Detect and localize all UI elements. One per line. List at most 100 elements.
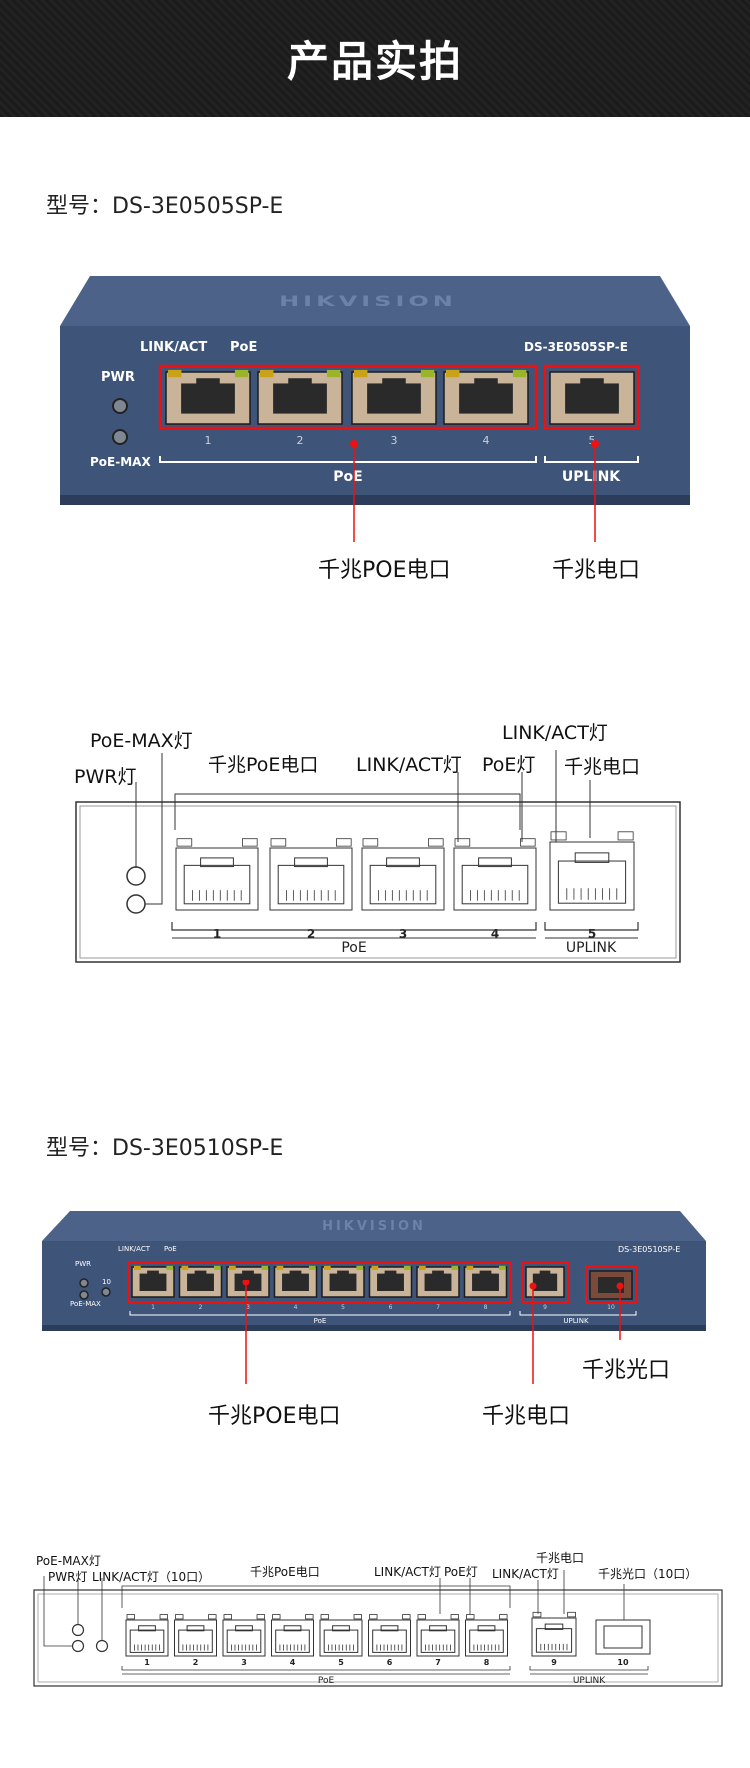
uplink-group-label-2: UPLINK xyxy=(563,1317,589,1325)
rj45-port-outline: 2 xyxy=(269,838,353,941)
model-label-1: 型号：DS-3E0505SP-E xyxy=(46,194,284,219)
poemax-label-1: PoE-MAX xyxy=(90,455,151,469)
callout-gigabit-port-1: 千兆电口 xyxy=(552,558,641,583)
poemax-label-2: PoE-MAX xyxy=(70,1300,101,1308)
poe-group-label-d1: PoE xyxy=(341,940,366,956)
diag2-pwr-label: PWR灯 xyxy=(48,1570,88,1584)
rj45-port: 5 xyxy=(549,371,635,447)
pwr-label-2: PWR xyxy=(75,1260,91,1268)
pwr-label-1: PWR xyxy=(101,370,135,385)
port-number: 4 xyxy=(290,1658,296,1667)
brand-watermark-1: HIKVISION xyxy=(279,293,457,310)
poe-group-label-1: PoE xyxy=(333,469,362,485)
rj45-port-outline: 3 xyxy=(361,838,445,941)
rj45-port: 7 xyxy=(416,1265,460,1311)
diag1-poemax-label: PoE-MAX灯 xyxy=(90,730,193,752)
uplink-group-label-d2: UPLINK xyxy=(573,1676,606,1686)
port-number: 5 xyxy=(589,434,596,447)
diag2-fiber-label: 千兆光口（10口） xyxy=(598,1567,698,1581)
product-photo-2: HIKVISION DS-3E0510SP-E LINK/ACT PoE PWR… xyxy=(0,1205,750,1345)
poemax-led-1 xyxy=(112,429,128,445)
port-number: 1 xyxy=(151,1304,155,1311)
port-number: 5 xyxy=(338,1658,344,1667)
brand-watermark-2: HIKVISION xyxy=(322,1219,426,1234)
port-number: 2 xyxy=(193,1658,199,1667)
model-text-2: DS-3E0510SP-E xyxy=(618,1245,680,1254)
rj45-port-outline: 1 xyxy=(125,1614,169,1667)
port-number: 4 xyxy=(491,927,499,941)
page-title: 产品实拍 xyxy=(286,37,463,86)
rj45-port: 1 xyxy=(131,1265,175,1311)
diag2-poemax-label: PoE-MAX灯 xyxy=(36,1554,101,1568)
diag1-poe-port-label: 千兆PoE电口 xyxy=(208,754,319,776)
port-number: 2 xyxy=(297,434,304,447)
uplink-group-label-1: UPLINK xyxy=(562,469,621,485)
poe-led-label-1: PoE xyxy=(230,340,257,355)
rj45-port: 8 xyxy=(463,1265,508,1311)
port-number: 5 xyxy=(588,927,596,941)
port-number: 7 xyxy=(435,1658,441,1667)
callout-fiber-port-2: 千兆光口 xyxy=(582,1358,671,1383)
rj45-port-outline: 6 xyxy=(368,1614,411,1667)
port-number: 2 xyxy=(307,927,315,941)
rj45-port-outline: 9 xyxy=(531,1611,577,1667)
line-diagram-2: 1 2 3 4 5 6 7 8 9 10 PoE UPLINK xyxy=(0,1540,750,1700)
port-number: 2 xyxy=(199,1304,203,1311)
port-number: 9 xyxy=(551,1658,557,1667)
callout-gigabit-port-2: 千兆电口 xyxy=(482,1404,571,1429)
diag1-pwr-label: PWR灯 xyxy=(74,766,137,788)
diag2-linkact-label: LINK/ACT灯 xyxy=(374,1565,441,1579)
port-number: 6 xyxy=(389,1304,393,1311)
port-number: 1 xyxy=(213,927,221,941)
port-number: 5 xyxy=(341,1304,345,1311)
rj45-port-outline: 4 xyxy=(271,1614,314,1667)
sfp-port: 10 xyxy=(589,1270,633,1311)
port-number: 4 xyxy=(294,1304,298,1311)
rj45-port-outline: 2 xyxy=(174,1614,217,1667)
port-number: 3 xyxy=(391,434,398,447)
diag1-gigabit-port-label: 千兆电口 xyxy=(564,756,641,778)
port-number: 1 xyxy=(205,434,212,447)
link-act-label-1: LINK/ACT xyxy=(140,340,207,355)
rj45-port-outline: 3 xyxy=(222,1614,266,1667)
rj45-port-outline: 4 xyxy=(453,838,537,941)
sfp-port-outline: 10 xyxy=(595,1619,651,1667)
model-text-1: DS-3E0505SP-E xyxy=(524,340,628,354)
callout-gigabit-poe-1: 千兆POE电口 xyxy=(318,558,451,583)
rj45-port-outline: 7 xyxy=(416,1614,460,1667)
diag2-gigabit-port-label: 千兆电口 xyxy=(536,1551,585,1565)
diag1-linkact-label: LINK/ACT灯 xyxy=(356,754,462,776)
callout-gigabit-poe-2: 千兆POE电口 xyxy=(208,1404,341,1429)
port-number: 3 xyxy=(246,1304,250,1311)
port-number: 10 xyxy=(607,1304,615,1311)
pwr-led-1 xyxy=(112,398,128,414)
rj45-port: 4 xyxy=(443,369,529,447)
diag2-poe-port-label: 千兆PoE电口 xyxy=(250,1565,320,1579)
callout-lines-2 xyxy=(0,1280,750,1390)
port-number: 3 xyxy=(399,927,407,941)
diag1-poe-led-label: PoE灯 xyxy=(482,754,536,776)
led10-label-2: 10 xyxy=(102,1278,111,1286)
port-number: 8 xyxy=(484,1658,490,1667)
port-number: 3 xyxy=(241,1658,247,1667)
rj45-port-outline: 1 xyxy=(175,838,259,941)
port-number: 10 xyxy=(617,1658,629,1667)
poemax-led-diagram-1 xyxy=(126,894,146,914)
poe-group-label-d2: PoE xyxy=(318,1676,335,1686)
port-number: 4 xyxy=(483,434,490,447)
port-number: 7 xyxy=(436,1304,440,1311)
rj45-port: 2 xyxy=(257,369,343,447)
port-number: 9 xyxy=(543,1304,547,1311)
rj45-port: 1 xyxy=(165,369,251,447)
diag2-linkact10-label: LINK/ACT灯（10口） xyxy=(92,1570,211,1584)
poe-led-label-2: PoE xyxy=(164,1245,177,1253)
rj45-port: 6 xyxy=(368,1265,413,1311)
link-act-label-2: LINK/ACT xyxy=(118,1245,151,1253)
diag2-linkact-label-2: LINK/ACT灯 xyxy=(492,1567,559,1581)
rj45-port: 2 xyxy=(178,1265,223,1311)
product-photo-1: HIKVISION LINK/ACT PoE DS-3E0505SP-E PWR… xyxy=(0,270,750,570)
rj45-port-outline: 5 xyxy=(319,1614,363,1667)
rj45-port-outline: 5 xyxy=(549,831,635,941)
rj45-port: 9 xyxy=(525,1266,565,1311)
